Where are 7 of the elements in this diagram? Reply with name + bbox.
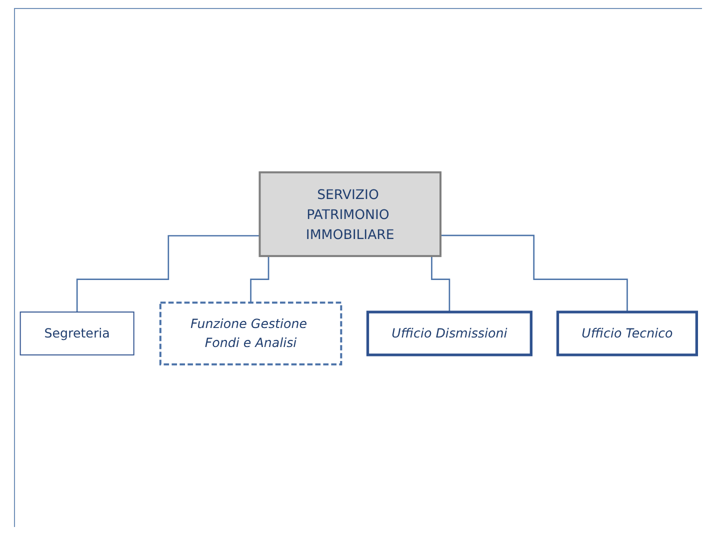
connector [440, 234, 628, 312]
node-box: Funzione Gestione Fondi e Analisi [159, 301, 342, 366]
node-box: Segreteria [20, 311, 134, 356]
connector [76, 234, 260, 312]
node-box: SERVIZIO PATRIMONIO IMMOBILIARE [258, 170, 442, 257]
node-box: Ufficio Tecnico [556, 310, 698, 356]
node-box: Ufficio Dismissioni [366, 310, 532, 356]
